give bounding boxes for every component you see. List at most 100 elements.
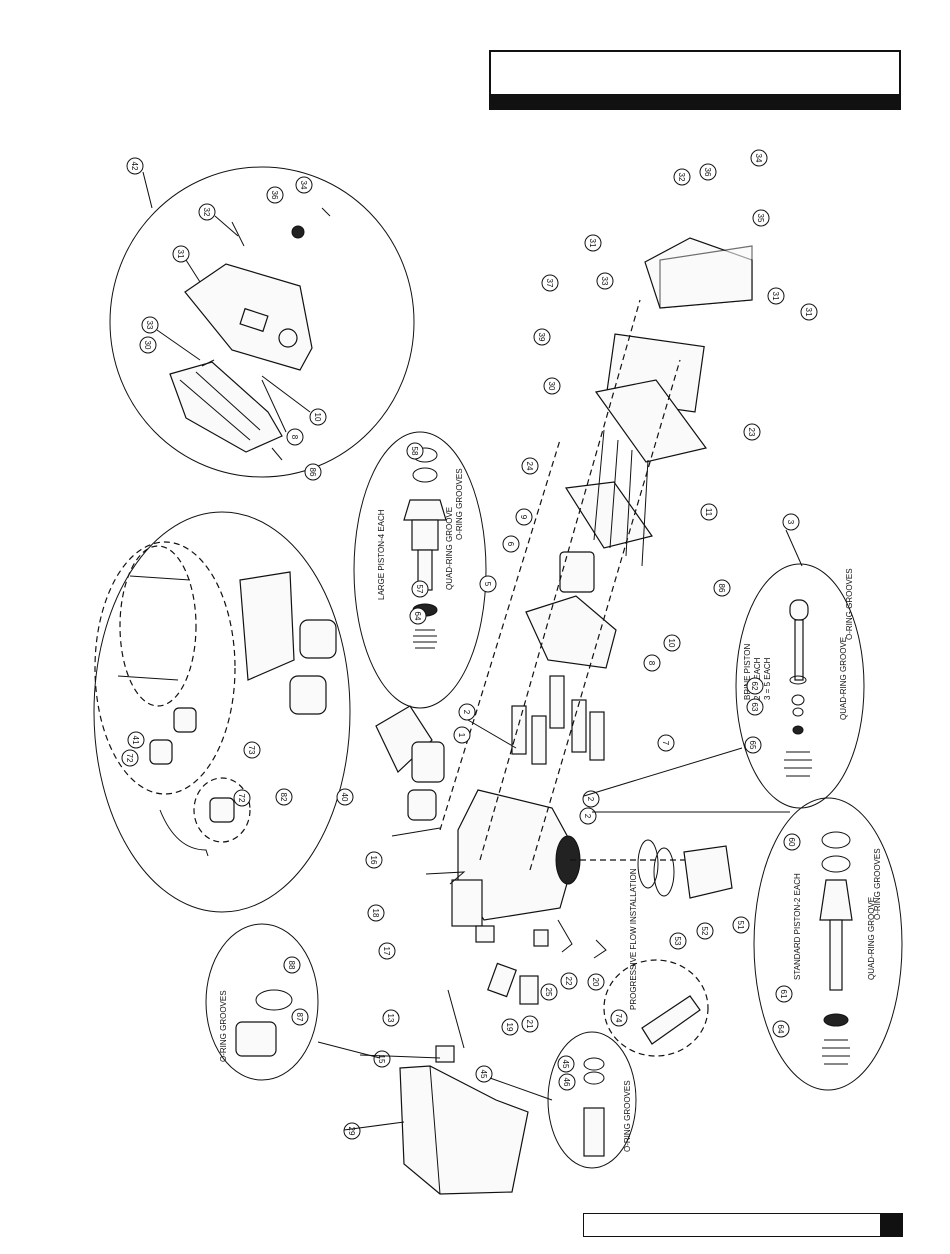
callout-64: 64 (413, 612, 422, 621)
standard-piston-label: STANDARD PISTON-2 EACH (793, 873, 802, 980)
callout-18: 18 (371, 909, 380, 918)
callout-31d: 31 (804, 308, 813, 317)
callout-20: 20 (591, 978, 600, 987)
detail-ellipse-oring-left: O-RING GROOVES (205, 923, 319, 1081)
callout-42: 42 (130, 162, 139, 171)
callout-21: 21 (525, 1020, 534, 1029)
callout-72: 72 (125, 754, 134, 763)
callout-51: 51 (736, 921, 745, 930)
detail-ellipse-oring-bottom: O-RING GROOVES (547, 1031, 637, 1169)
callout-1: 1 (457, 733, 466, 738)
callout-58: 58 (410, 447, 419, 456)
callout-45: 45 (479, 1070, 488, 1079)
callout-3: 3 (786, 520, 795, 525)
callout-60: 60 (787, 838, 796, 847)
detail-ellipse-standard-piston: STANDARD PISTON-2 EACH O-RING GROOVES QU… (753, 797, 903, 1091)
detail-ellipse-large-piston: LARGE PISTON-4 EACH O-RING GROOVES QUAD-… (353, 431, 487, 709)
callout-63: 63 (750, 703, 759, 712)
leader-lines (142, 171, 803, 1131)
left-oring-label: O-RING GROOVES (219, 990, 228, 1062)
callout-33: 33 (145, 321, 154, 330)
callout-34b: 34 (754, 154, 763, 163)
callout-29: 29 (347, 1127, 356, 1136)
callout-9: 9 (519, 515, 528, 520)
callout-45b: 45 (561, 1060, 570, 1069)
callout-30: 30 (143, 341, 152, 350)
title-box (489, 50, 901, 110)
callout-88: 88 (287, 961, 296, 970)
callout-35: 35 (756, 214, 765, 223)
callout-46: 46 (562, 1078, 571, 1087)
callout-7: 7 (661, 741, 670, 746)
callout-65: 65 (748, 741, 757, 750)
main-valve-assembly (375, 237, 753, 1063)
brine-piston-title: BRINE PISTON (743, 643, 752, 700)
callout-36b: 36 (703, 168, 712, 177)
callout-30b: 30 (547, 382, 556, 391)
progressive-flow-label: PROGRESSIVE FLOW INSTALLATION (629, 868, 638, 1010)
detail-ellipse-housings (93, 511, 351, 913)
page-number-tab (880, 1214, 902, 1236)
shroud-part (399, 1065, 529, 1195)
large-piston-oring-label: O-RING GROOVES (455, 468, 464, 540)
standard-piston-oring-label: O-RING GROOVES (873, 848, 882, 920)
callout-10b: 10 (667, 639, 676, 648)
callout-19: 19 (505, 1023, 514, 1032)
callout-13: 13 (386, 1014, 395, 1023)
callout-40: 40 (340, 793, 349, 802)
callout-2c: 2 (583, 814, 592, 819)
callout-73: 73 (247, 746, 256, 755)
brine-piston-qty2: 3 = 5 EACH (763, 657, 772, 700)
callout-32: 32 (202, 208, 211, 217)
bottom-oring-label: O-RING GROOVES (623, 1080, 632, 1152)
callout-23: 23 (747, 428, 756, 437)
callout-6: 6 (506, 542, 515, 547)
callout-57: 57 (415, 585, 424, 594)
callout-39: 39 (537, 333, 546, 342)
callout-31: 31 (176, 250, 185, 259)
page-footer-box (583, 1213, 903, 1237)
large-piston-quad-label: QUAD-RING GROOVE (445, 507, 454, 590)
callout-balloons: 42 32 36 34 31 33 30 8 10 86 58 57 64 34… (121, 149, 818, 1140)
callout-87: 87 (295, 1013, 304, 1022)
callout-86: 86 (308, 468, 317, 477)
standard-piston-quad-label: QUAD-RING GROOVE (867, 897, 876, 980)
callout-32b: 32 (677, 173, 686, 182)
callout-72b: 72 (237, 794, 246, 803)
callout-24: 24 (525, 462, 534, 471)
callout-5: 5 (483, 582, 492, 587)
detail-ellipse-progressive-flow: PROGRESSIVE FLOW INSTALLATION (603, 868, 709, 1057)
callout-17: 17 (382, 947, 391, 956)
large-piston-label: LARGE PISTON-4 EACH (377, 509, 386, 600)
callout-8b: 8 (647, 661, 656, 666)
callout-52: 52 (700, 927, 709, 936)
brine-piston-quad-label: QUAD-RING GROOVE (839, 637, 848, 720)
callout-86b: 86 (717, 584, 726, 593)
title-bar (491, 94, 899, 108)
callout-2a: 2 (462, 710, 471, 715)
callout-22: 22 (564, 977, 573, 986)
callout-82: 82 (279, 793, 288, 802)
callout-25: 25 (544, 988, 553, 997)
callout-53: 53 (673, 937, 682, 946)
callout-8: 8 (290, 435, 299, 440)
callout-31c: 31 (771, 292, 780, 301)
callout-10: 10 (313, 413, 322, 422)
callout-62: 62 (750, 682, 759, 691)
callout-34: 34 (299, 181, 308, 190)
callout-41: 41 (131, 736, 140, 745)
callout-16: 16 (369, 856, 378, 865)
brine-piston-oring-label: O-RING GROOVES (845, 568, 854, 640)
callout-37: 37 (545, 279, 554, 288)
callout-31b: 31 (588, 239, 597, 248)
callout-74: 74 (614, 1014, 623, 1023)
callout-33b: 33 (600, 277, 609, 286)
callout-64b: 64 (776, 1025, 785, 1034)
callout-61: 61 (779, 990, 788, 999)
callout-36: 36 (270, 191, 279, 200)
detail-ellipse-cover (109, 166, 415, 478)
callout-15: 15 (377, 1055, 386, 1064)
callout-11: 11 (704, 508, 713, 517)
callout-2b: 2 (586, 797, 595, 802)
